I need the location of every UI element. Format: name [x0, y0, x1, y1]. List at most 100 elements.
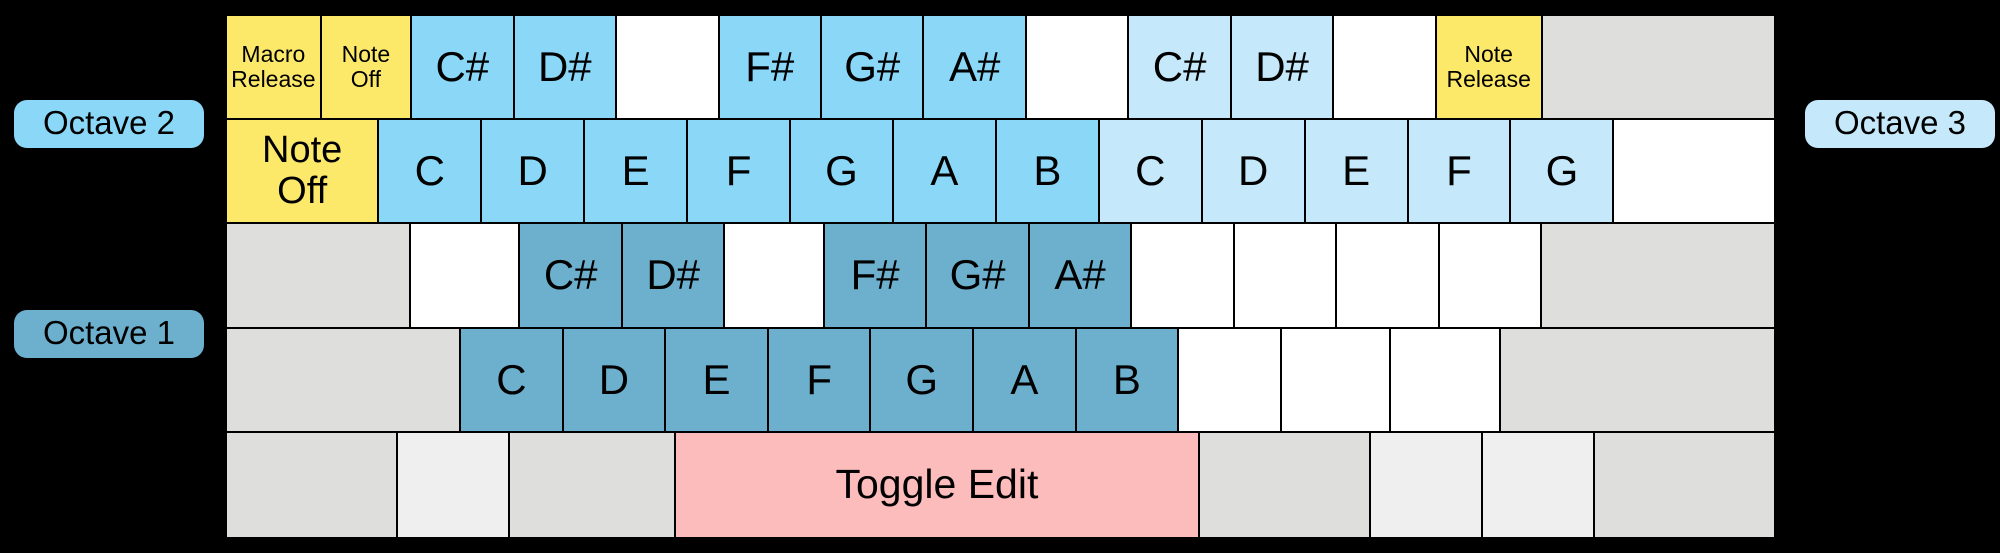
key-blank — [398, 432, 511, 537]
key-label: A# — [1054, 251, 1106, 299]
key-label: D — [598, 355, 630, 403]
octave-2-label: Octave 2 — [14, 100, 204, 148]
key-label: G — [825, 147, 858, 195]
key-a-sharp[interactable]: A# — [924, 16, 1027, 121]
key-toggle-edit[interactable]: Toggle Edit — [676, 432, 1200, 537]
key-blank — [227, 432, 399, 537]
key-blank — [411, 224, 521, 329]
key-blank — [1179, 328, 1282, 433]
key-blank — [1439, 224, 1543, 329]
key-label: G — [1545, 147, 1579, 195]
key-d[interactable]: D — [563, 328, 667, 433]
key-label-line: Off — [277, 170, 328, 213]
key-g-sharp[interactable]: G# — [821, 16, 925, 121]
key-c-sharp[interactable]: C# — [1129, 16, 1232, 121]
key-d-sharp[interactable]: D# — [514, 16, 618, 121]
key-blank — [510, 432, 676, 537]
key-label: A# — [948, 43, 1001, 91]
key-b[interactable]: B — [996, 120, 1100, 225]
key-label: D# — [1255, 43, 1309, 91]
key-label: C — [496, 355, 527, 403]
key-e[interactable]: E — [1305, 120, 1409, 225]
key-label-line: Note — [262, 129, 343, 172]
key-label-line: Release — [231, 66, 316, 93]
key-label: D# — [537, 43, 592, 91]
key-blank — [1281, 328, 1392, 433]
key-blank — [227, 328, 462, 433]
key-c[interactable]: C — [461, 328, 564, 433]
key-label: C# — [435, 43, 490, 91]
key-label: D# — [646, 251, 701, 299]
key-f[interactable]: F — [768, 328, 872, 433]
key-blank — [725, 224, 825, 329]
key-label: E — [621, 147, 650, 195]
key-a[interactable]: A — [974, 328, 1077, 433]
key-label: D — [517, 147, 548, 195]
key-label: G# — [949, 251, 1006, 299]
key-a[interactable]: A — [893, 120, 997, 225]
key-blank — [1500, 328, 1774, 433]
key-label: C — [414, 147, 445, 195]
key-c[interactable]: C — [1099, 120, 1203, 225]
key-blank — [1334, 16, 1437, 121]
key-blank — [1542, 224, 1774, 329]
key-blank — [617, 16, 720, 121]
key-blank — [1199, 432, 1371, 537]
key-label-line: Off — [350, 66, 382, 93]
key-b[interactable]: B — [1076, 328, 1180, 433]
key-label: C# — [1152, 43, 1207, 91]
key-f[interactable]: F — [1408, 120, 1512, 225]
key-g-sharp[interactable]: G# — [927, 224, 1030, 329]
key-e[interactable]: E — [585, 120, 689, 225]
key-label: C — [1135, 147, 1166, 195]
key-g[interactable]: G — [791, 120, 894, 225]
key-label-line: Note — [1464, 41, 1513, 68]
key-blank — [1614, 120, 1774, 225]
key-a-sharp[interactable]: A# — [1029, 224, 1133, 329]
key-blank — [1337, 224, 1440, 329]
key-f-sharp[interactable]: F# — [824, 224, 928, 329]
key-d[interactable]: D — [482, 120, 586, 225]
octave-1-label: Octave 1 — [14, 310, 204, 358]
key-label-line: Macro — [241, 41, 306, 68]
key-blank — [227, 224, 412, 329]
key-label: F# — [745, 43, 795, 91]
key-d-sharp[interactable]: D# — [622, 224, 726, 329]
key-label: C# — [543, 251, 598, 299]
octave-3-label: Octave 3 — [1805, 100, 1995, 148]
key-d-sharp[interactable]: D# — [1231, 16, 1335, 121]
keyboard-row-bottom-row: Toggle Edit — [227, 432, 1774, 537]
key-c-sharp[interactable]: C# — [412, 16, 515, 121]
key-label-line: Release — [1446, 66, 1531, 93]
key-blank — [1132, 224, 1235, 329]
key-g[interactable]: G — [1511, 120, 1615, 225]
key-label: F — [725, 147, 752, 195]
keyboard-row-asdf-row: C# D# F# G# A# — [227, 224, 1774, 329]
key-label: F# — [850, 251, 900, 299]
key-c-sharp[interactable]: C# — [520, 224, 623, 329]
key-label: B — [1033, 147, 1062, 195]
key-c[interactable]: C — [379, 120, 483, 225]
key-label-line: Note — [341, 41, 391, 68]
key-label: F — [806, 355, 832, 403]
key-f[interactable]: F — [688, 120, 792, 225]
key-f-sharp[interactable]: F# — [719, 16, 822, 121]
key-blank — [1370, 432, 1484, 537]
key-d[interactable]: D — [1202, 120, 1306, 225]
key-g[interactable]: G — [871, 328, 975, 433]
key-label: A — [930, 147, 959, 195]
key-e[interactable]: E — [666, 328, 769, 433]
key-label: E — [1342, 147, 1371, 195]
key-label: Toggle Edit — [835, 461, 1039, 508]
